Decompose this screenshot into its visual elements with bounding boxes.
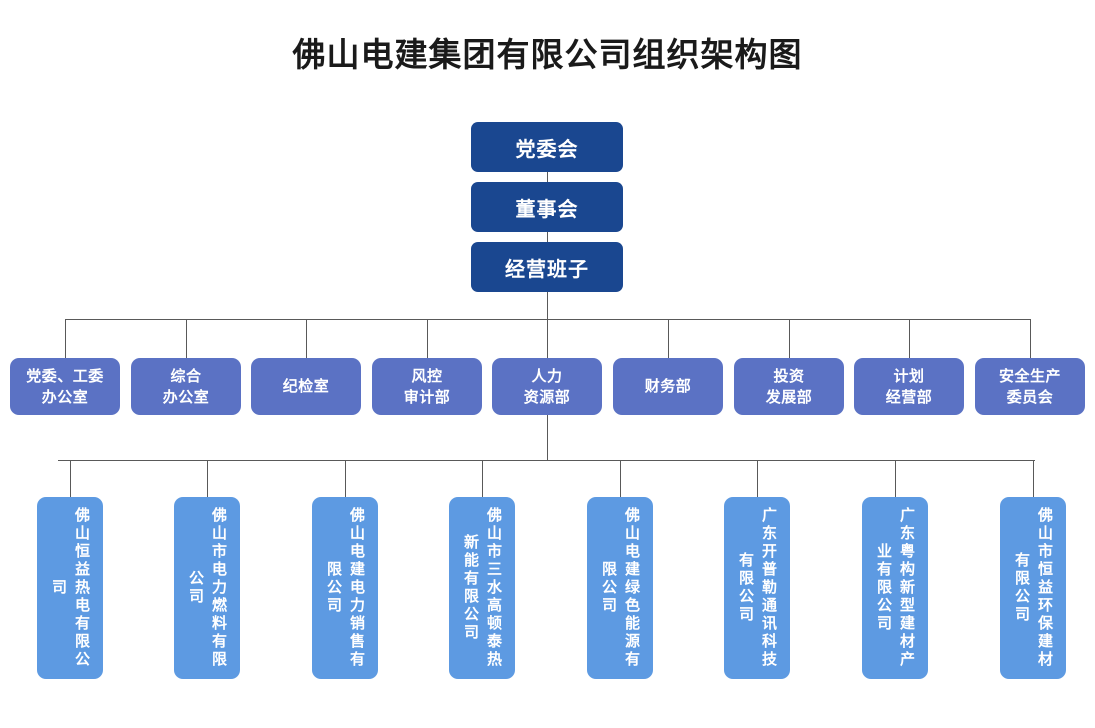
department-2-line2: 办公室 [162,388,210,406]
connector-sub-drop-3 [345,460,346,497]
connector-dept-drop-7 [789,319,790,358]
page-title: 佛山电建集团有限公司组织架构图 [292,36,803,73]
department-9-line2: 委员会 [1006,388,1054,406]
department-9-line1: 安全生产 [998,367,1061,385]
node-subsidiary-3[interactable]: 佛山电建电力销售有限公司 [312,497,378,679]
node-management-team[interactable]: 经营班子 [471,242,623,292]
node-party-committee[interactable]: 党委会 [471,122,623,172]
node-subsidiary-1[interactable]: 佛山恒益热电有限公司 [37,497,103,679]
connector-dept-drop-3 [306,319,307,358]
connector-dept-drop-8 [909,319,910,358]
department-1-line1: 党委、工委 [26,367,104,385]
node-subsidiary-5[interactable]: 佛山电建绿色能源有限公司 [587,497,653,679]
node-subsidiary-6[interactable]: 广东开普勒通讯科技有限公司 [724,497,790,679]
department-8-line1: 计划 [893,367,925,385]
node-department-7[interactable]: 投资 发展部 [734,358,844,415]
connector-sub-drop-2 [207,460,208,497]
node-department-8[interactable]: 计划 经营部 [854,358,964,415]
node-department-3[interactable]: 纪检室 [251,358,361,415]
node-subsidiary-8[interactable]: 佛山市恒益环保建材有限公司 [1000,497,1066,679]
node-department-2[interactable]: 综合 办公室 [131,358,241,415]
department-5-line1: 人力 [531,367,563,385]
department-4-line1: 风控 [411,367,443,385]
connector-dept-drop-4 [427,319,428,358]
connector-board-to-management [547,232,548,242]
connector-hr-drop [547,415,548,460]
department-7-line1: 投资 [773,367,805,385]
connector-subsidiary-bus [58,460,1035,461]
department-4-line2: 审计部 [403,388,451,406]
connector-sub-drop-7 [895,460,896,497]
department-3-line1: 纪检室 [282,378,330,395]
connector-sub-drop-6 [757,460,758,497]
department-6-line1: 财务部 [644,378,692,395]
node-department-5[interactable]: 人力 资源部 [492,358,602,415]
connector-dept-drop-2 [186,319,187,358]
node-department-1[interactable]: 党委、工委 办公室 [10,358,120,415]
department-8-line2: 经营部 [885,388,933,406]
node-department-4[interactable]: 风控 审计部 [372,358,482,415]
connector-dept-drop-5 [547,319,548,358]
connector-management-drop [547,292,548,319]
department-1-line2: 办公室 [41,388,89,406]
node-board-of-directors[interactable]: 董事会 [471,182,623,232]
node-subsidiary-2[interactable]: 佛山市电力燃料有限公司 [174,497,240,679]
connector-dept-drop-6 [668,319,669,358]
connector-dept-drop-9 [1030,319,1031,358]
department-2-line1: 综合 [170,367,202,385]
node-department-9[interactable]: 安全生产 委员会 [975,358,1085,415]
node-subsidiary-7[interactable]: 广东粤构新型建材产业有限公司 [862,497,928,679]
connector-sub-drop-8 [1033,460,1034,497]
connector-sub-drop-1 [70,460,71,497]
department-5-line2: 资源部 [523,388,571,406]
connector-sub-drop-5 [620,460,621,497]
node-subsidiary-4[interactable]: 佛山市三水高顿泰热新能有限公司 [449,497,515,679]
department-7-line2: 发展部 [765,388,813,406]
connector-sub-drop-4 [482,460,483,497]
node-department-6[interactable]: 财务部 [613,358,723,415]
connector-dept-drop-1 [65,319,66,358]
connector-party-to-board [547,172,548,182]
connector-department-bus [65,319,1031,320]
